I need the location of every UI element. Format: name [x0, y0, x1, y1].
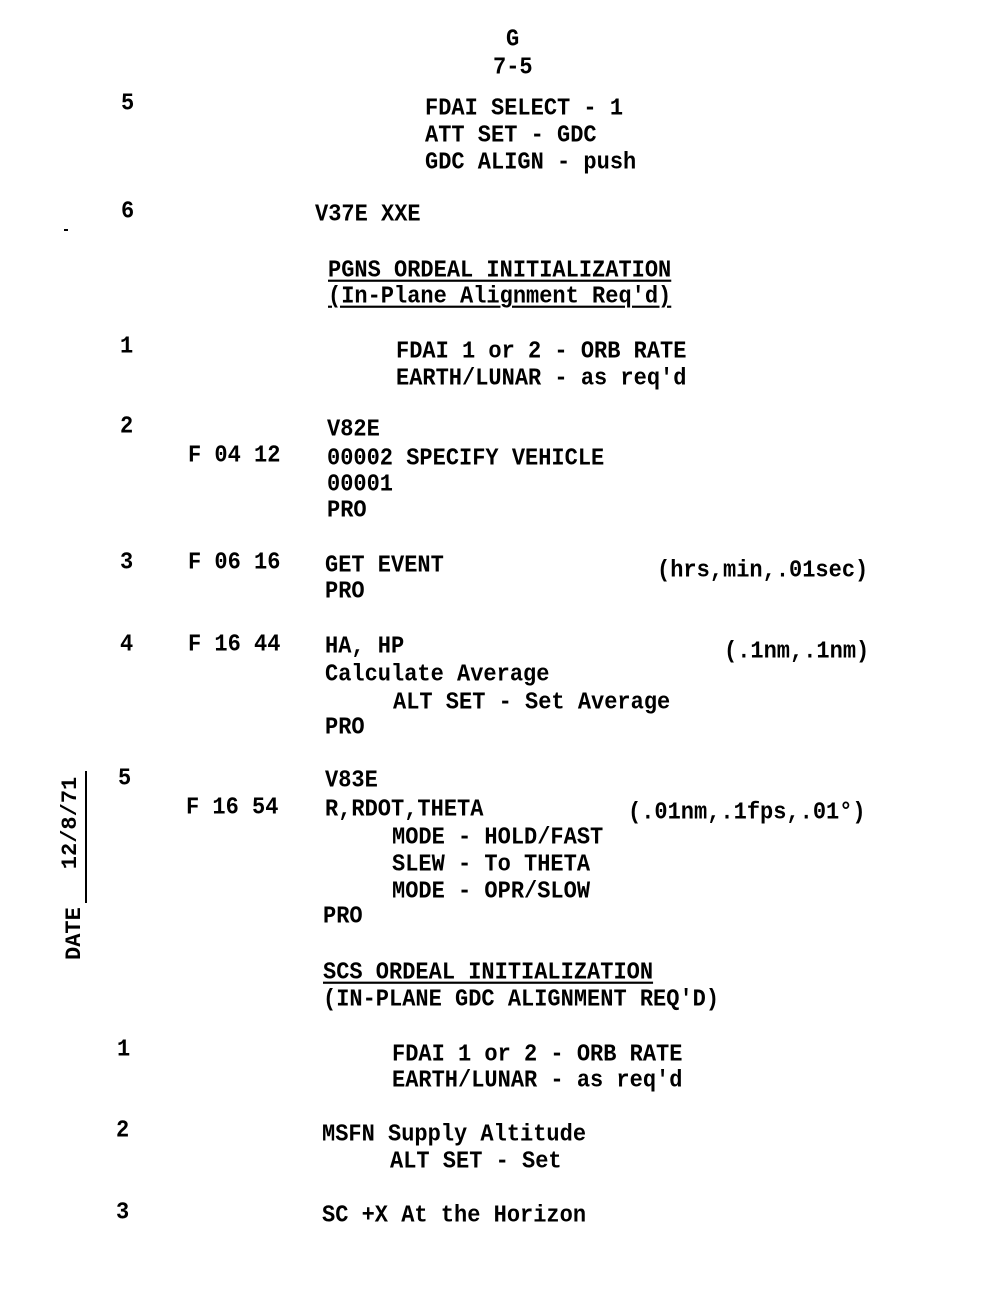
display-code: F 16 44 [188, 630, 281, 658]
step-line: HA, HP [325, 632, 405, 660]
step-number: 1 [117, 1035, 131, 1063]
display-code: F 04 12 [188, 441, 281, 469]
step-line: V37E XXE [315, 200, 421, 228]
section-title: PGNS ORDEAL INITIALIZATION [328, 256, 672, 284]
step-number: 6 [121, 197, 135, 225]
date-field: DATE 12/8/71 [38, 730, 87, 960]
date-label: DATE [62, 907, 87, 960]
section-letter: G [506, 25, 520, 53]
step-line: SLEW - To THETA [392, 850, 591, 878]
step-line: MODE - HOLD/FAST [392, 823, 604, 851]
step-line: SC +X At the Horizon [322, 1201, 587, 1229]
step-line: FDAI 1 or 2 - ORB RATE [396, 337, 687, 365]
section-subtitle: (In-Plane Alignment Req'd) [328, 282, 672, 310]
step-line: MODE - OPR/SLOW [392, 877, 591, 905]
units: (.01nm,.1fps,.01°) [628, 798, 866, 826]
date-value: 12/8/71 [58, 770, 87, 904]
units: (hrs,min,.01sec) [657, 556, 869, 584]
display-code: F 16 54 [186, 793, 279, 821]
step-line: PRO [323, 902, 363, 930]
section-subtitle: (IN-PLANE GDC ALIGNMENT REQ'D) [323, 985, 720, 1013]
step-number: 2 [116, 1116, 130, 1144]
step-line: ALT SET - Set [390, 1147, 562, 1175]
step-line: EARTH/LUNAR - as req'd [396, 364, 687, 392]
step-number: 4 [120, 630, 134, 658]
step-number: 1 [120, 332, 134, 360]
step-line: PRO [325, 713, 365, 741]
margin-mark [64, 229, 68, 231]
step-number: 5 [121, 89, 135, 117]
display-code: F 06 16 [188, 548, 281, 576]
step-line: R,RDOT,THETA [325, 795, 484, 823]
step-line: 00001 [327, 470, 394, 498]
step-line: Calculate Average [325, 660, 550, 688]
step-line: PRO [325, 577, 365, 605]
step-line: FDAI 1 or 2 - ORB RATE [392, 1040, 683, 1068]
step-number: 3 [120, 548, 134, 576]
page-number: 7-5 [493, 53, 533, 81]
step-number: 2 [120, 412, 134, 440]
step-line: EARTH/LUNAR - as req'd [392, 1066, 683, 1094]
step-line: V83E [325, 766, 378, 794]
step-line: V82E [327, 415, 380, 443]
step-line: ALT SET - Set Average [393, 688, 671, 716]
step-line: GET EVENT [325, 551, 444, 579]
step-line: PRO [327, 496, 367, 524]
step-line: 00002 SPECIFY VEHICLE [327, 444, 605, 472]
units: (.1nm,.1nm) [724, 637, 870, 665]
step-line: ATT SET - GDC [425, 121, 597, 149]
step-line: GDC ALIGN - push [425, 148, 637, 176]
step-number: 3 [116, 1198, 130, 1226]
section-title: SCS ORDEAL INITIALIZATION [323, 958, 654, 986]
step-number: 5 [118, 764, 132, 792]
step-line: MSFN Supply Altitude [322, 1120, 587, 1148]
step-line: FDAI SELECT - 1 [425, 94, 624, 122]
